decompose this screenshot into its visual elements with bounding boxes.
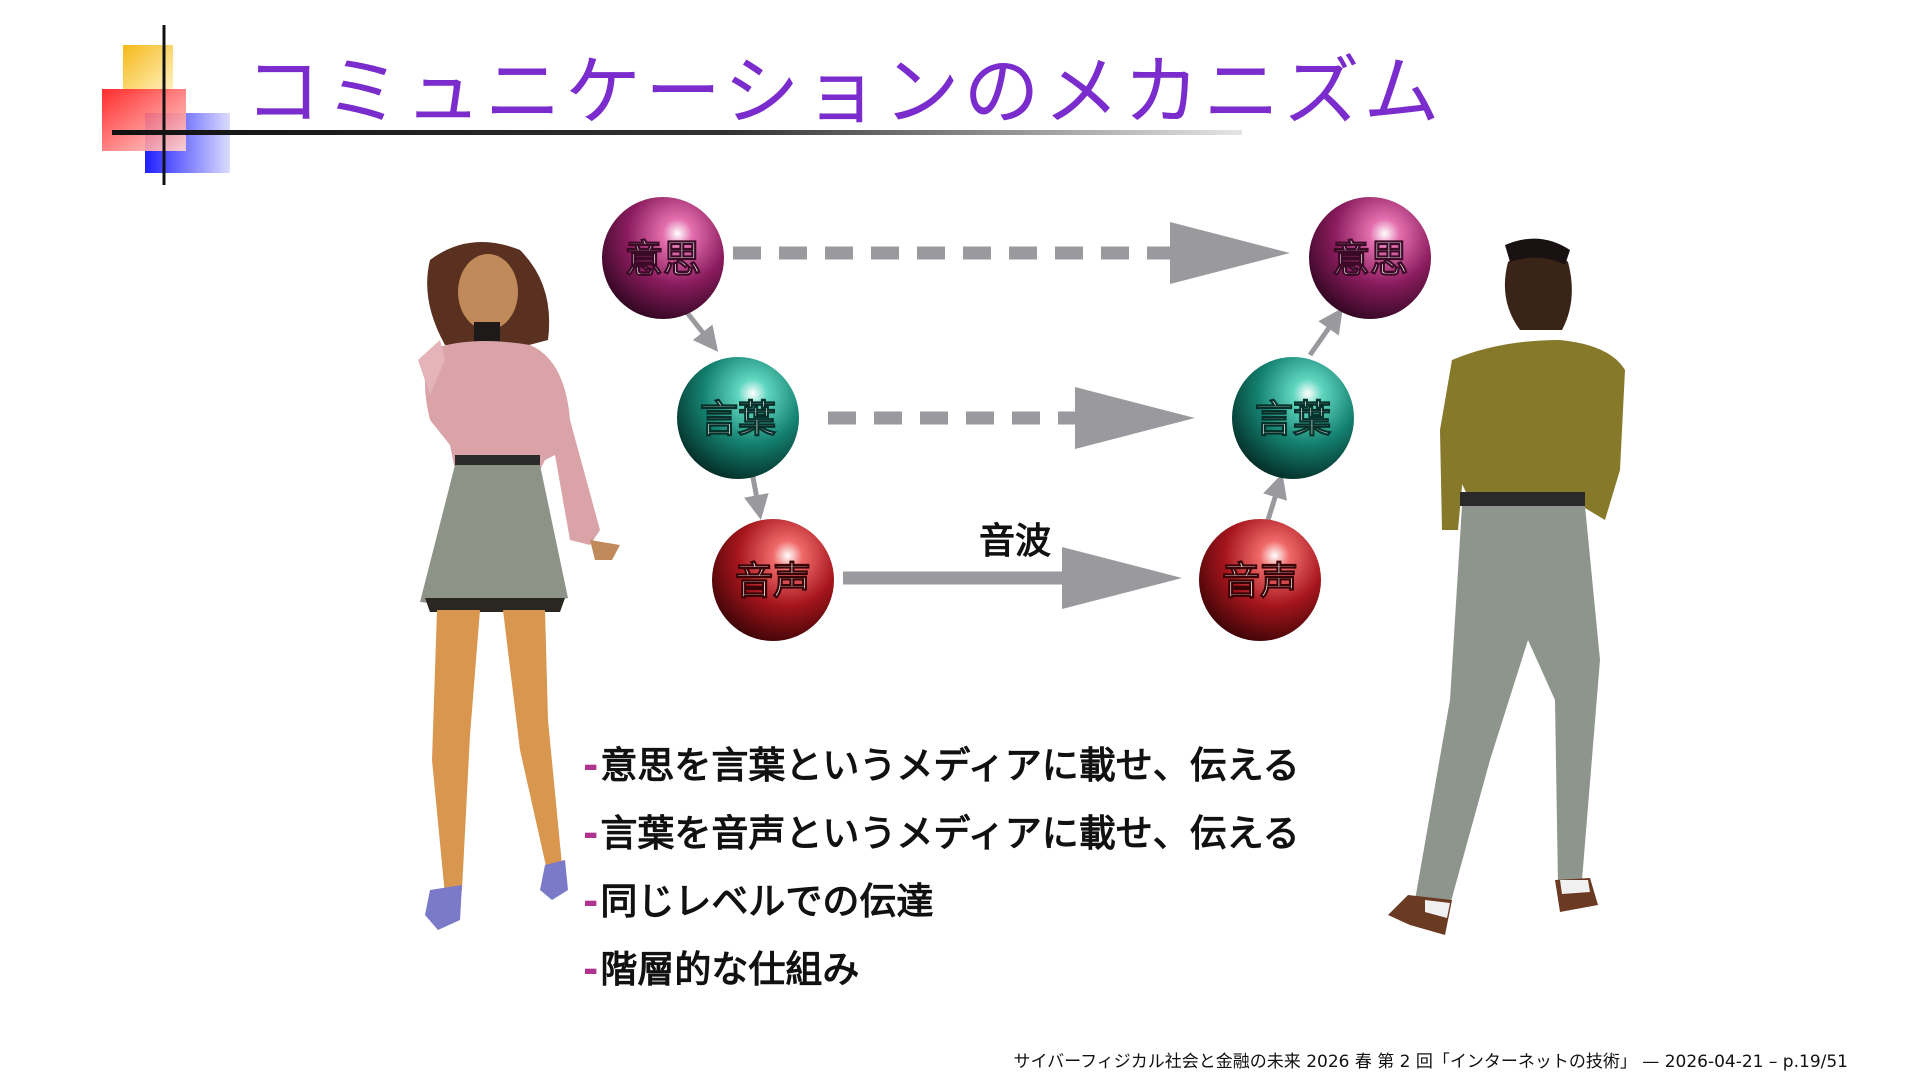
sender-voice-label: 音声: [735, 559, 811, 603]
receiver-voice-to-words-arrow: [1263, 473, 1288, 521]
bullet-item: -言葉を音声というメディアに載せ、伝える: [583, 800, 1300, 868]
receiver-words-to-intent-arrow: [1307, 307, 1343, 357]
bullet-text: 言葉を音声というメディアに載せ、伝える: [600, 812, 1300, 855]
bullet-list: -意思を言葉というメディアに載せ、伝える -言葉を音声というメディアに載せ、伝え…: [583, 732, 1300, 1004]
receiver-voice-node: 音声: [1199, 519, 1321, 641]
receiver-words-node: 言葉: [1232, 357, 1354, 479]
sender-intent-label: 意思: [625, 237, 701, 281]
bullet-item: -同じレベルでの伝達: [583, 868, 1300, 936]
voice-peer-arrowhead: [1062, 547, 1182, 609]
words-peer-arrowhead: [1075, 387, 1195, 449]
bullet-dash: -: [583, 812, 599, 855]
channel-label: 音波: [979, 521, 1051, 562]
intent-peer-arrowhead: [1170, 222, 1290, 284]
bullet-dash: -: [583, 880, 599, 923]
woman-figure: [418, 242, 620, 930]
sender-words-label: 言葉: [700, 397, 777, 441]
bullet-dash: -: [583, 744, 599, 787]
receiver-intent-label: 意思: [1332, 237, 1408, 281]
sender-words-to-voice-arrow: [744, 471, 769, 520]
sender-intent-node: 意思: [602, 197, 724, 319]
receiver-voice-label: 音声: [1222, 559, 1298, 603]
slide-footer: サイバーフィジカル社会と金融の未来 2026 春 第 2 回「インターネットの技…: [1013, 1052, 1849, 1072]
receiver-words-label: 言葉: [1255, 397, 1332, 441]
bullet-item: -意思を言葉というメディアに載せ、伝える: [583, 732, 1300, 800]
title-underline: [112, 130, 1242, 135]
bullet-text: 意思を言葉というメディアに載せ、伝える: [600, 744, 1300, 787]
sender-voice-node: 音声: [712, 519, 834, 641]
slide-title: コミュニケーションのメカニズム: [245, 47, 1444, 136]
bullet-text: 同じレベルでの伝達: [600, 880, 934, 923]
bullet-text: 階層的な仕組み: [600, 948, 860, 991]
sender-words-node: 言葉: [677, 357, 799, 479]
bullet-dash: -: [583, 948, 599, 991]
receiver-intent-node: 意思: [1309, 197, 1431, 319]
bullet-item: -階層的な仕組み: [583, 936, 1300, 1004]
sender-intent-to-words-arrow: [683, 308, 719, 352]
man-figure: [1388, 238, 1625, 935]
